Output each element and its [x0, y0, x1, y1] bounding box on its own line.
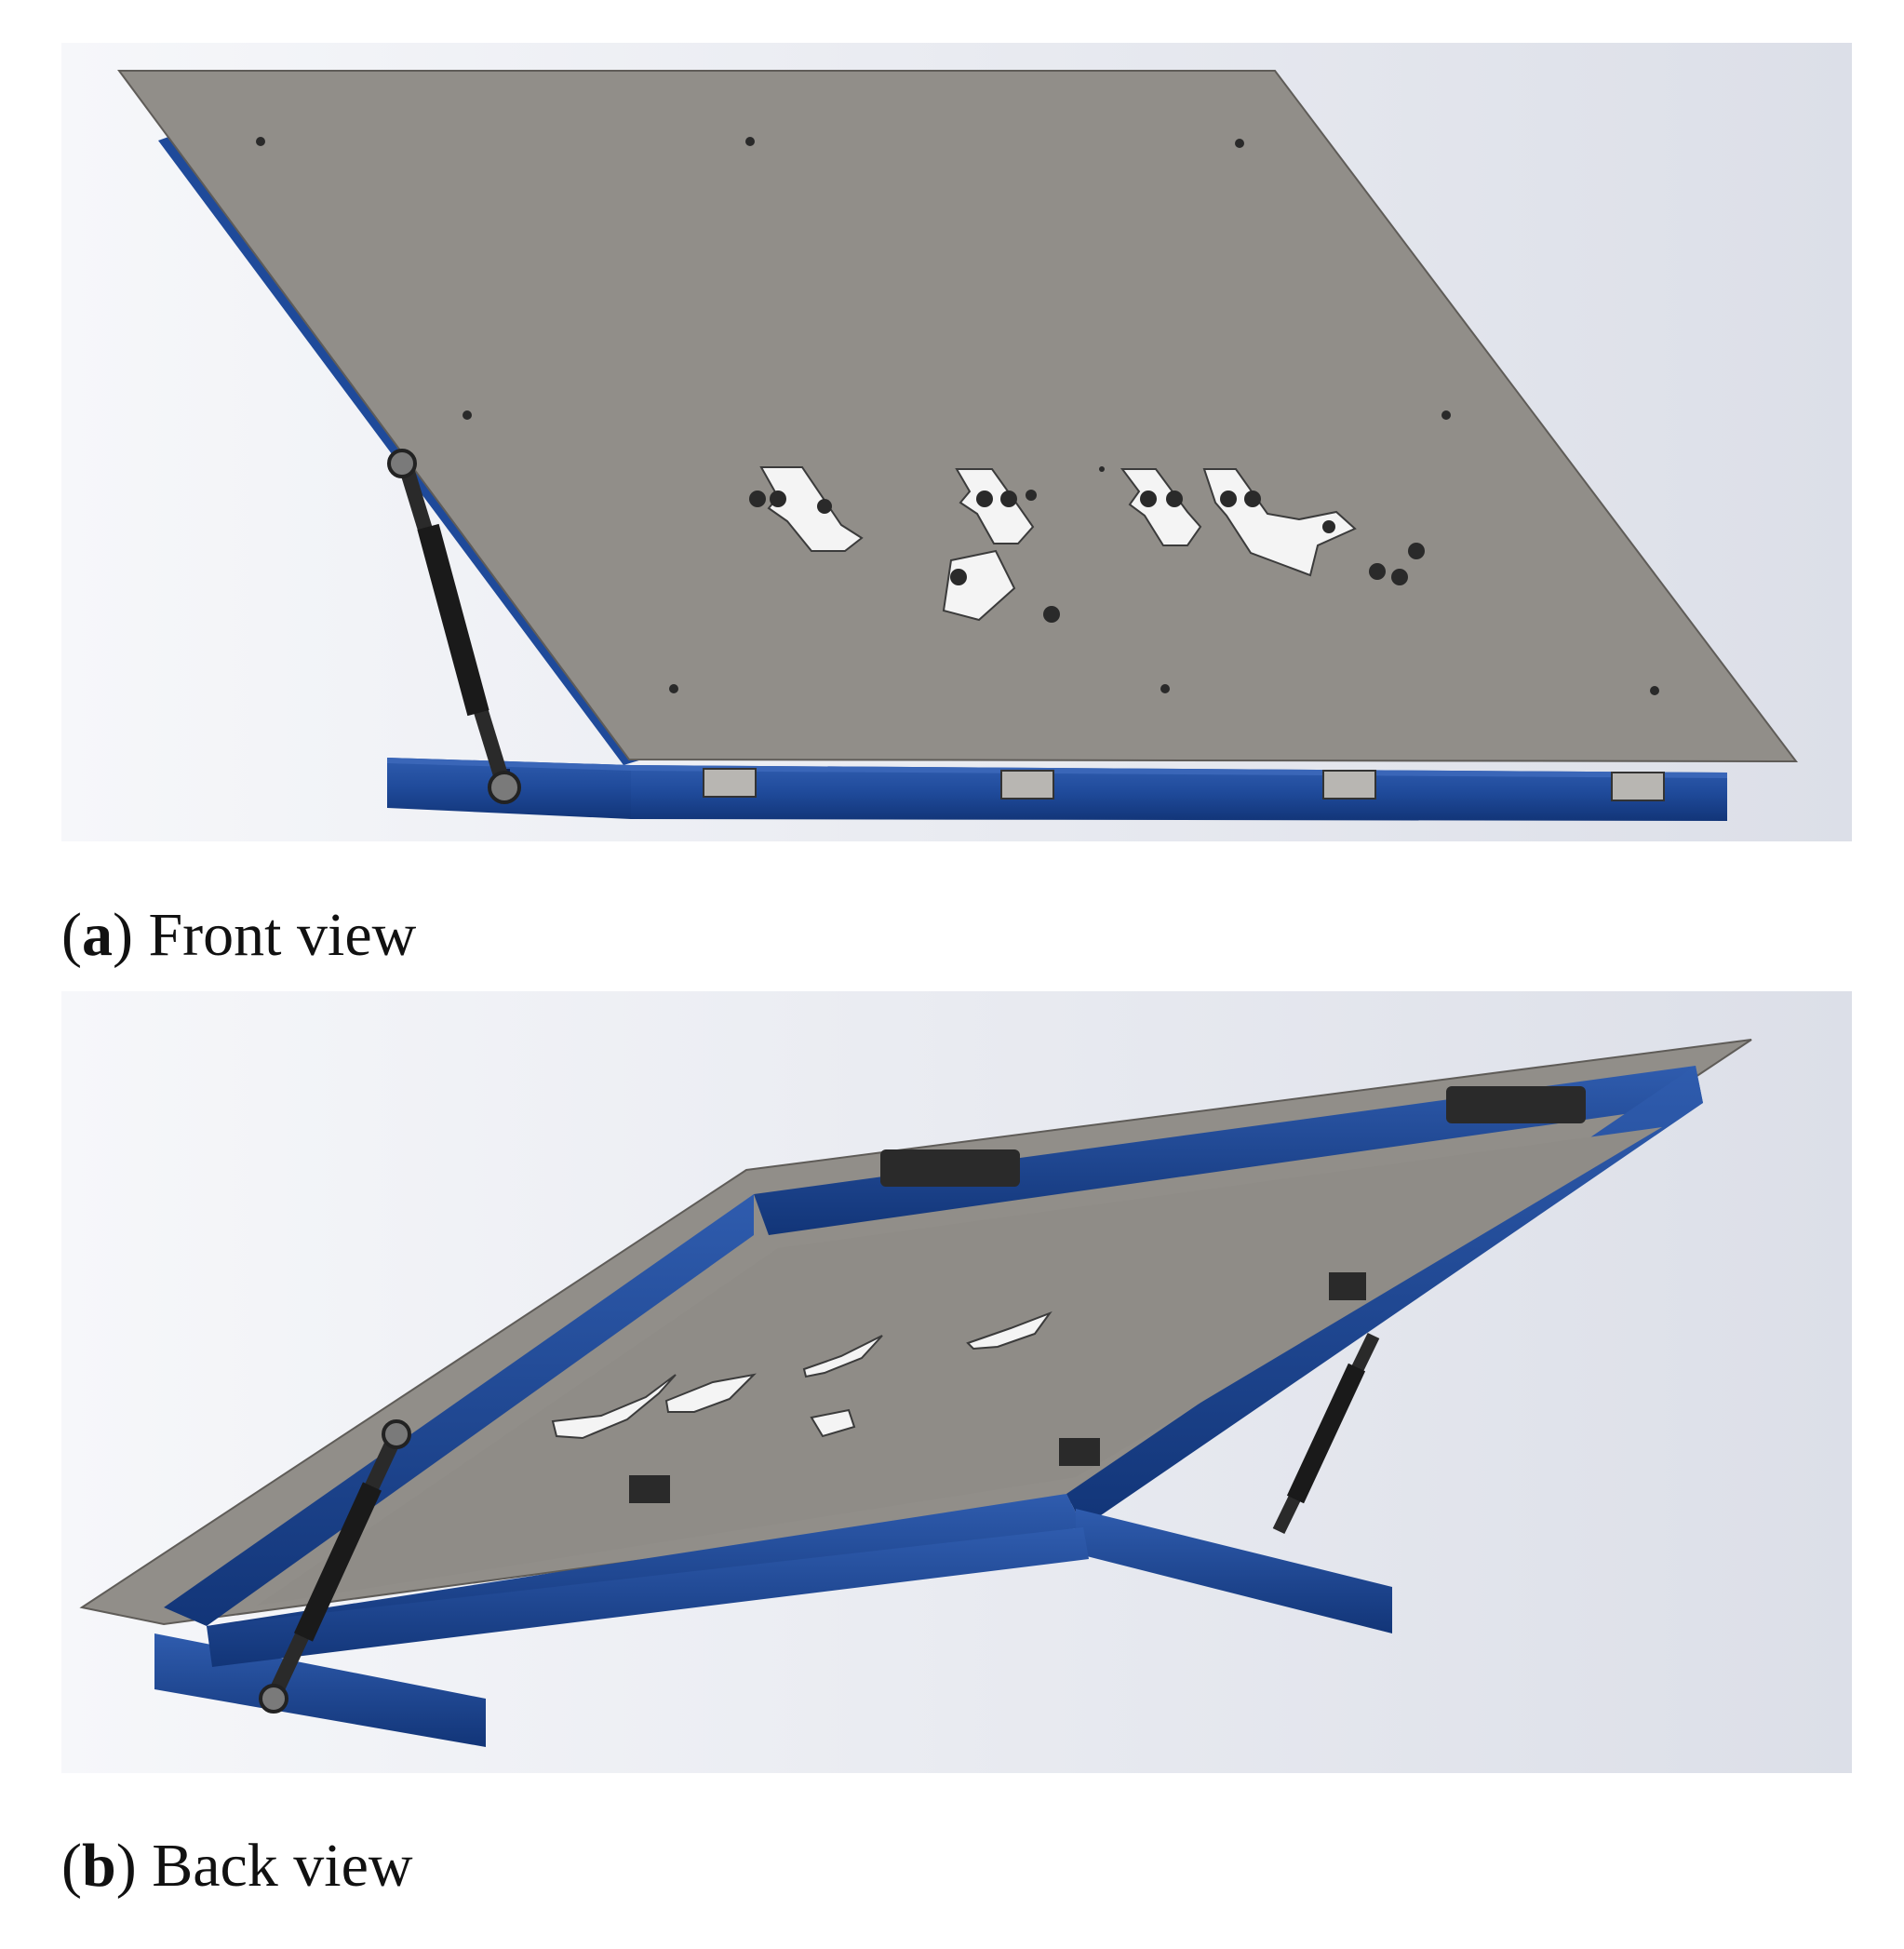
back-view-panel: [61, 991, 1852, 1773]
caption-back-view: (b) Back view: [61, 1832, 413, 1900]
mounting-holes: [256, 137, 1659, 695]
bracket-bolts: [749, 466, 1425, 623]
mounting-brackets: [759, 466, 1357, 622]
hinges: [629, 1086, 1586, 1503]
front-view-drawing: [61, 43, 1852, 841]
caption-front-view: (a) Front view: [61, 901, 417, 969]
caption-letter: b: [81, 1832, 116, 1900]
caption-text: Back view: [136, 1832, 413, 1900]
caption-letter: a: [81, 901, 113, 969]
panel-plate: [117, 70, 1799, 763]
front-view-panel: [61, 43, 1852, 841]
caption-text: Front view: [132, 901, 417, 969]
gas-struts: [259, 1332, 1380, 1714]
hinges: [703, 768, 1665, 801]
mounting-brackets: [551, 1311, 1053, 1440]
support-legs: [154, 1509, 1392, 1747]
gas-strut: [387, 449, 521, 804]
back-view-drawing: [61, 991, 1852, 1773]
